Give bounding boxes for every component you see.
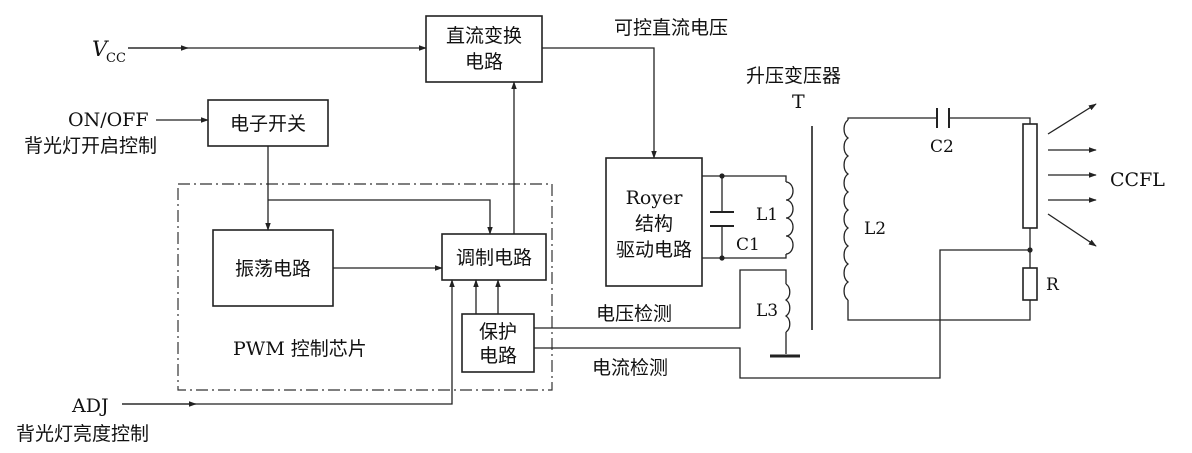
l1-label: L1 <box>756 205 778 225</box>
pwm-chip-label: PWM 控制芯片 <box>233 338 367 360</box>
dc-converter-label-1: 直流变换 <box>446 25 522 47</box>
royer-label-3: 驱动电路 <box>616 239 692 261</box>
electronic-switch-block: 电子开关 <box>207 99 329 147</box>
ccfl-tube <box>1022 123 1038 229</box>
oscillator-block: 振荡电路 <box>212 229 334 307</box>
l2-coil <box>843 119 850 301</box>
adj-description: 背光灯亮度控制 <box>16 423 149 445</box>
l2-label: L2 <box>864 219 886 239</box>
protection-label-2: 电路 <box>479 345 517 367</box>
dc-converter-label-2: 电路 <box>465 51 503 73</box>
onoff-label: ON/OFF <box>68 109 149 131</box>
transformer-title: 升压变压器 <box>746 65 841 87</box>
current-detect-wire <box>534 249 1030 379</box>
onoff-description: 背光灯开启控制 <box>24 135 157 157</box>
resistor-r <box>1022 267 1038 301</box>
switch-to-modulator-wire <box>268 199 493 235</box>
voltage-detect-wire <box>534 269 787 329</box>
l3-label: L3 <box>756 301 778 321</box>
l3-coil <box>784 283 791 333</box>
modulator-block: 调制电路 <box>441 233 547 281</box>
ccfl-label: CCFL <box>1110 169 1165 191</box>
c2-label: C2 <box>930 137 954 157</box>
vcc-subscript: CC <box>106 51 126 66</box>
electronic-switch-label: 电子开关 <box>230 113 306 135</box>
converter-to-royer-wire <box>542 47 657 159</box>
oscillator-label: 振荡电路 <box>235 258 311 280</box>
l1-coil <box>785 181 794 255</box>
dc-converter-block: 直流变换 电路 <box>425 15 543 83</box>
royer-driver-block: Royer 结构 驱动电路 <box>605 157 703 287</box>
c1-label: C1 <box>736 235 760 255</box>
pwm-chip-boundary <box>177 183 553 391</box>
transformer-symbol: T <box>792 91 805 113</box>
protection-block: 保护 电路 <box>461 313 535 373</box>
controlled-dc-label: 可控直流电压 <box>614 17 728 39</box>
voltage-detect-label: 电压检测 <box>596 303 672 325</box>
modulator-label: 调制电路 <box>456 247 532 269</box>
vcc-label: V <box>92 37 109 61</box>
r-label: R <box>1046 275 1060 295</box>
adj-wire <box>122 279 455 405</box>
adj-label: ADJ <box>71 395 109 417</box>
ccfl-light-rays <box>1047 103 1097 247</box>
royer-label-1: Royer <box>626 187 684 209</box>
royer-label-2: 结构 <box>635 213 673 235</box>
tank-circuit <box>702 173 794 261</box>
current-detect-label: 电流检测 <box>592 357 668 379</box>
protection-label-1: 保护 <box>479 321 517 343</box>
